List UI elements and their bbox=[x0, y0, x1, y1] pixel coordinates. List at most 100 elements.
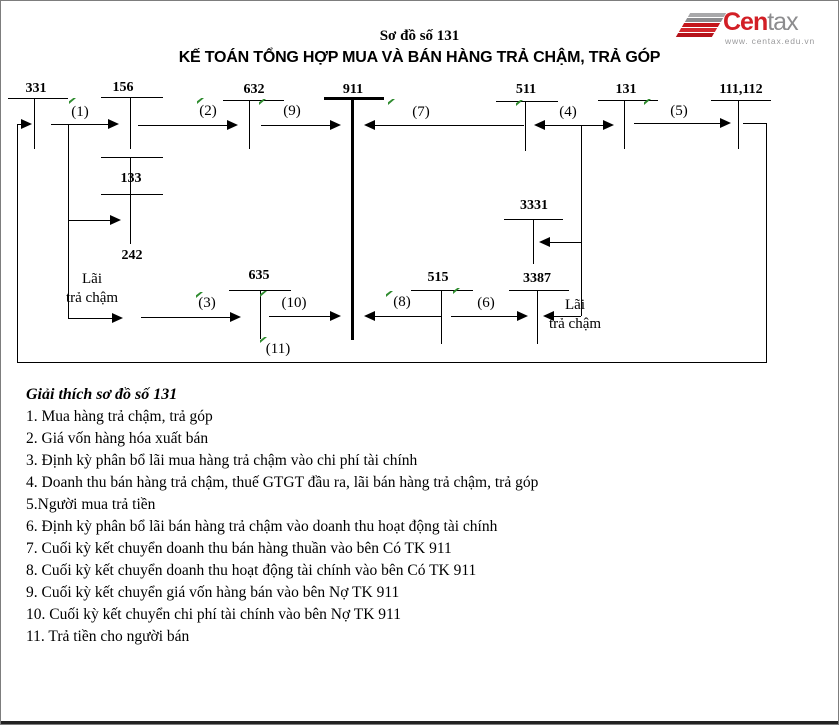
taccount-156-stem bbox=[130, 97, 131, 149]
flow-label-10: (10) bbox=[281, 295, 307, 311]
arrowhead-flow4-left-icon bbox=[534, 120, 545, 130]
bottom-border-bar bbox=[1, 721, 838, 724]
logo-bar bbox=[687, 13, 727, 17]
arrow-line-into-3387 bbox=[552, 316, 581, 317]
legend-item-2: 2. Giá vốn hàng hóa xuất bán bbox=[26, 430, 209, 447]
taccount-511-stem bbox=[525, 101, 526, 151]
arrowhead-into-242-icon bbox=[110, 215, 121, 225]
legend-item-11: 11. Trả tiền cho người bán bbox=[26, 628, 190, 645]
taccount-511-topline bbox=[496, 101, 558, 102]
return-path-bottom-line bbox=[17, 362, 767, 363]
logo-wordmark: Centax bbox=[723, 8, 799, 37]
account-label-331: 331 bbox=[25, 81, 47, 96]
account-label-3387: 3387 bbox=[523, 271, 551, 286]
marker-icon bbox=[259, 99, 266, 105]
arrow-line-into-331 bbox=[17, 124, 23, 125]
arrow-line-flow5 bbox=[634, 123, 721, 124]
legend-item-9: 9. Cuối kỳ kết chuyển giá vốn hàng bán v… bbox=[26, 584, 400, 601]
account-label-111112: 111,112 bbox=[719, 82, 763, 97]
arrowhead-into-3331-icon bbox=[539, 237, 550, 247]
arrow-line-flow3 bbox=[141, 317, 231, 318]
arrow-line-flow6 bbox=[451, 316, 518, 317]
arrowhead-flow4-right-icon bbox=[603, 120, 614, 130]
taccount-632-topline bbox=[223, 100, 284, 101]
taccount-156-topline bbox=[101, 97, 163, 98]
arrowhead-flow3-icon bbox=[230, 312, 241, 322]
flow-label-5: (5) bbox=[670, 103, 688, 119]
account-label-3331: 3331 bbox=[520, 198, 548, 213]
marker-icon bbox=[197, 98, 204, 104]
annotation-line: Lãi bbox=[82, 271, 102, 287]
taccount-111112-topline bbox=[711, 100, 771, 101]
arrowhead-flow9-icon bbox=[330, 120, 341, 130]
arrow-line-flow4 bbox=[543, 125, 604, 126]
marker-icon bbox=[69, 98, 76, 104]
logo-text-red: Cen bbox=[723, 8, 768, 36]
page-subtitle: KẾ TOÁN TỔNG HỢP MUA VÀ BÁN HÀNG TRẢ CHẬ… bbox=[178, 49, 661, 66]
taccount-111112-stem bbox=[738, 100, 739, 149]
arrow-line-lai-left bbox=[68, 318, 113, 319]
annotation-lai-tra-cham-left: Lãi trả chậm bbox=[63, 270, 121, 308]
logo-bar bbox=[681, 23, 721, 27]
arrowhead-into-331-icon bbox=[21, 119, 32, 129]
arrowhead-flow10-icon bbox=[330, 311, 341, 321]
legend-item-7: 7. Cuối kỳ kết chuyển doanh thu bán hàng… bbox=[26, 540, 452, 557]
sales-branch-vertical bbox=[581, 125, 582, 316]
flow-label-6: (6) bbox=[477, 295, 495, 311]
account-label-133: 133 bbox=[120, 171, 142, 186]
annotation-line: trả chậm bbox=[65, 290, 119, 306]
arrow-line-flow2 bbox=[138, 125, 228, 126]
return-path-left-vertical bbox=[17, 124, 18, 362]
arrow-line-flow8 bbox=[374, 316, 441, 317]
marker-icon bbox=[453, 288, 460, 294]
account-label-156: 156 bbox=[112, 80, 134, 95]
arrowhead-lai-left-icon bbox=[112, 313, 123, 323]
annotation-lai-tra-cham-right: Lãi trả chậm bbox=[544, 296, 606, 334]
account-label-511: 511 bbox=[515, 82, 537, 97]
annotation-line: Lãi bbox=[565, 297, 585, 313]
logo-bar bbox=[684, 18, 724, 22]
flow-label-7: (7) bbox=[412, 104, 430, 120]
account-label-515: 515 bbox=[427, 270, 449, 285]
legend-item-10: 10. Cuối kỳ kết chuyển chi phí tài chính… bbox=[26, 606, 401, 623]
arrow-line-flow1 bbox=[51, 124, 109, 125]
arrowhead-flow8-icon bbox=[364, 311, 375, 321]
taccount-3331-stem bbox=[533, 219, 534, 264]
arrow-line-into-3331 bbox=[549, 242, 581, 243]
arrow-line-into-242 bbox=[68, 220, 111, 221]
legend-item-4: 4. Doanh thu bán hàng trả chậm, thuế GTG… bbox=[26, 474, 539, 491]
legend-heading: Giải thích sơ đồ số 131 bbox=[26, 386, 178, 403]
account-label-131: 131 bbox=[615, 82, 637, 97]
centax-logo: Centax www. centax.edu.vn bbox=[675, 8, 832, 52]
flow-label-9: (9) bbox=[283, 103, 301, 119]
legend-item-1: 1. Mua hàng trả chậm, trả góp bbox=[26, 408, 213, 425]
arrow-line-flow9 bbox=[261, 125, 331, 126]
return-path-right-vertical bbox=[766, 123, 767, 362]
logo-text-gray: tax bbox=[767, 8, 798, 36]
arrowhead-flow1-icon bbox=[108, 119, 119, 129]
arrowhead-flow5-icon bbox=[720, 118, 731, 128]
legend-item-3: 3. Định kỳ phân bổ lãi mua hàng trả chậm… bbox=[26, 452, 418, 469]
taccount-331-stem bbox=[34, 98, 35, 149]
marker-icon bbox=[260, 291, 267, 297]
arrowhead-flow7-icon bbox=[364, 120, 375, 130]
marker-icon bbox=[516, 100, 523, 106]
marker-icon bbox=[260, 337, 267, 343]
flow-label-8: (8) bbox=[393, 294, 411, 310]
arrowhead-into-3387-icon bbox=[543, 311, 554, 321]
logo-bar bbox=[675, 33, 715, 37]
legend-item-5: 5.Người mua trả tiền bbox=[26, 496, 156, 513]
legend-item-6: 6. Định kỳ phân bổ lãi bán hàng trả chậm… bbox=[26, 518, 498, 535]
taccount-632-stem bbox=[249, 100, 250, 149]
page-title: Sơ đồ số 131 bbox=[379, 28, 460, 44]
annotation-line: trả chậm bbox=[548, 316, 602, 332]
logo-url: www. centax.edu.vn bbox=[725, 36, 815, 46]
marker-icon bbox=[196, 292, 203, 298]
marker-icon bbox=[386, 291, 393, 297]
taccount-131-stem bbox=[624, 100, 625, 149]
taccount-133-242-stem bbox=[130, 157, 131, 244]
account-label-632: 632 bbox=[243, 82, 265, 97]
taccount-331-topline bbox=[8, 98, 68, 99]
taccount-515-topline bbox=[411, 290, 473, 291]
